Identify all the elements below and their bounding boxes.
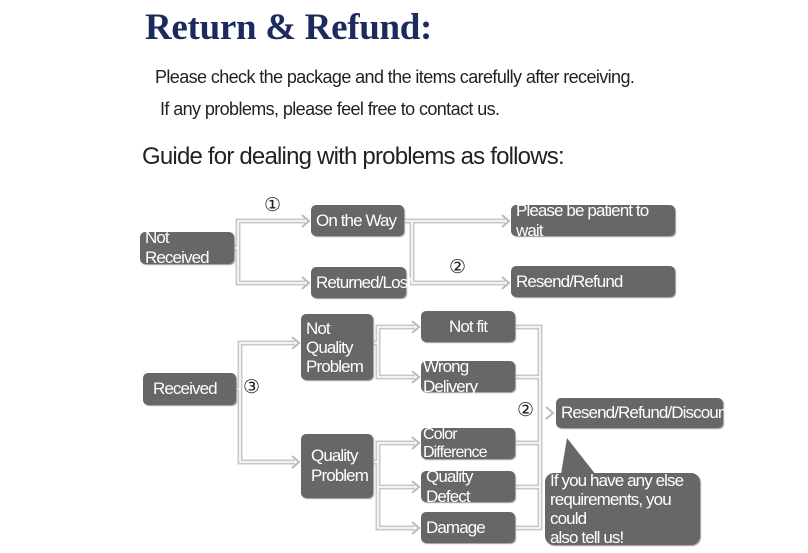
node-quality-defect: Quality Defect [421, 467, 515, 506]
node-label: Resend/Refund/Discount [561, 403, 731, 422]
node-label: Problem [306, 356, 364, 376]
node-label: Color Difference [423, 425, 488, 461]
node-label: Not Received [145, 228, 210, 267]
node-damage: Damage [421, 512, 515, 543]
step-2-marker-received: ② [517, 399, 535, 421]
node-returned-lost: Returned/Lost [311, 267, 412, 298]
intro-line-1: Please check the package and the items c… [155, 67, 635, 87]
note-line: also tell us! [550, 528, 624, 547]
intro-line-2: If any problems, please feel free to con… [160, 99, 500, 119]
node-wrong-delivery: Wrong Delivery [421, 357, 515, 396]
node-quality-problem: Quality Problem [301, 434, 373, 498]
guide-heading: Guide for dealing with problems as follo… [142, 143, 565, 170]
step-2-marker: ② [449, 256, 467, 278]
node-resend-refund-discount: Resend/Refund/Discount [556, 398, 731, 428]
node-label: Wrong Delivery [423, 356, 478, 396]
page-title: Return & Refund: [145, 7, 433, 48]
node-not-received: Not Received [140, 228, 234, 267]
node-color-difference: Color Difference [421, 425, 515, 461]
node-be-patient: Please be patient to wait [511, 201, 675, 240]
node-label: Resend/Refund [516, 271, 623, 291]
node-label: Please be patient to wait [516, 200, 649, 240]
step-1-marker: ① [264, 194, 282, 216]
node-not-fit: Not fit [421, 311, 515, 342]
note-line: requirements, you could [550, 490, 672, 528]
node-label: Received [153, 379, 218, 398]
note-line: If you have any else [550, 471, 684, 490]
step-3-marker: ③ [243, 376, 261, 398]
node-label: Quality Defect [426, 466, 474, 506]
node-label: Quality [306, 337, 354, 357]
node-label: Not fit [448, 316, 488, 336]
node-label: Not [306, 318, 331, 338]
node-label: On the Way [316, 210, 397, 230]
node-not-quality-problem: Not Quality Problem [301, 314, 373, 380]
node-resend-refund: Resend/Refund [511, 266, 675, 297]
node-label: Problem [311, 466, 369, 485]
node-label: Quality [311, 446, 359, 465]
node-on-the-way: On the Way [311, 205, 404, 236]
node-label: Returned/Lost [316, 272, 412, 292]
node-received: Received [143, 373, 236, 405]
note-speech-bubble: If you have any else requirements, you c… [545, 471, 700, 547]
node-label: Damage [426, 517, 486, 537]
speech-bubble-tail [560, 438, 600, 480]
